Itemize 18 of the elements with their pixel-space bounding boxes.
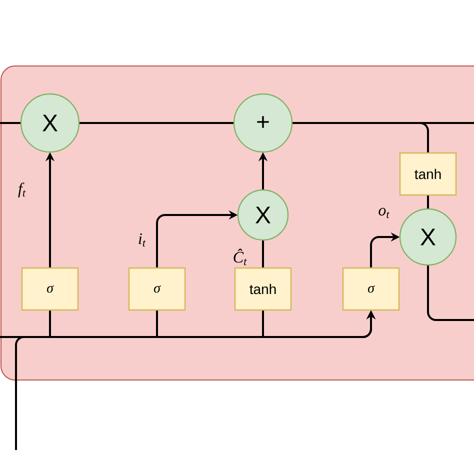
connector-line	[427, 195, 429, 209]
connector-line	[262, 240, 264, 268]
connector-line	[292, 122, 429, 153]
edge-label: Ĉ$_{t}$	[234, 248, 247, 266]
gate-box: σ	[21, 267, 79, 311]
connector-line	[427, 265, 474, 321]
edge-label: i$_{t}$	[138, 233, 146, 247]
connector-line	[49, 310, 51, 337]
connector-line	[156, 310, 158, 337]
connector-line	[79, 122, 234, 124]
gate-box: σ	[342, 267, 400, 311]
gate-box: σ	[128, 267, 186, 311]
connector-line	[0, 122, 21, 124]
gate-box: tanh	[399, 152, 457, 196]
gate-box: tanh	[234, 267, 292, 311]
edge-label: f$_{t}$	[18, 182, 26, 198]
edge-label: o$_{t}$	[378, 208, 390, 218]
connector-line	[262, 310, 264, 337]
